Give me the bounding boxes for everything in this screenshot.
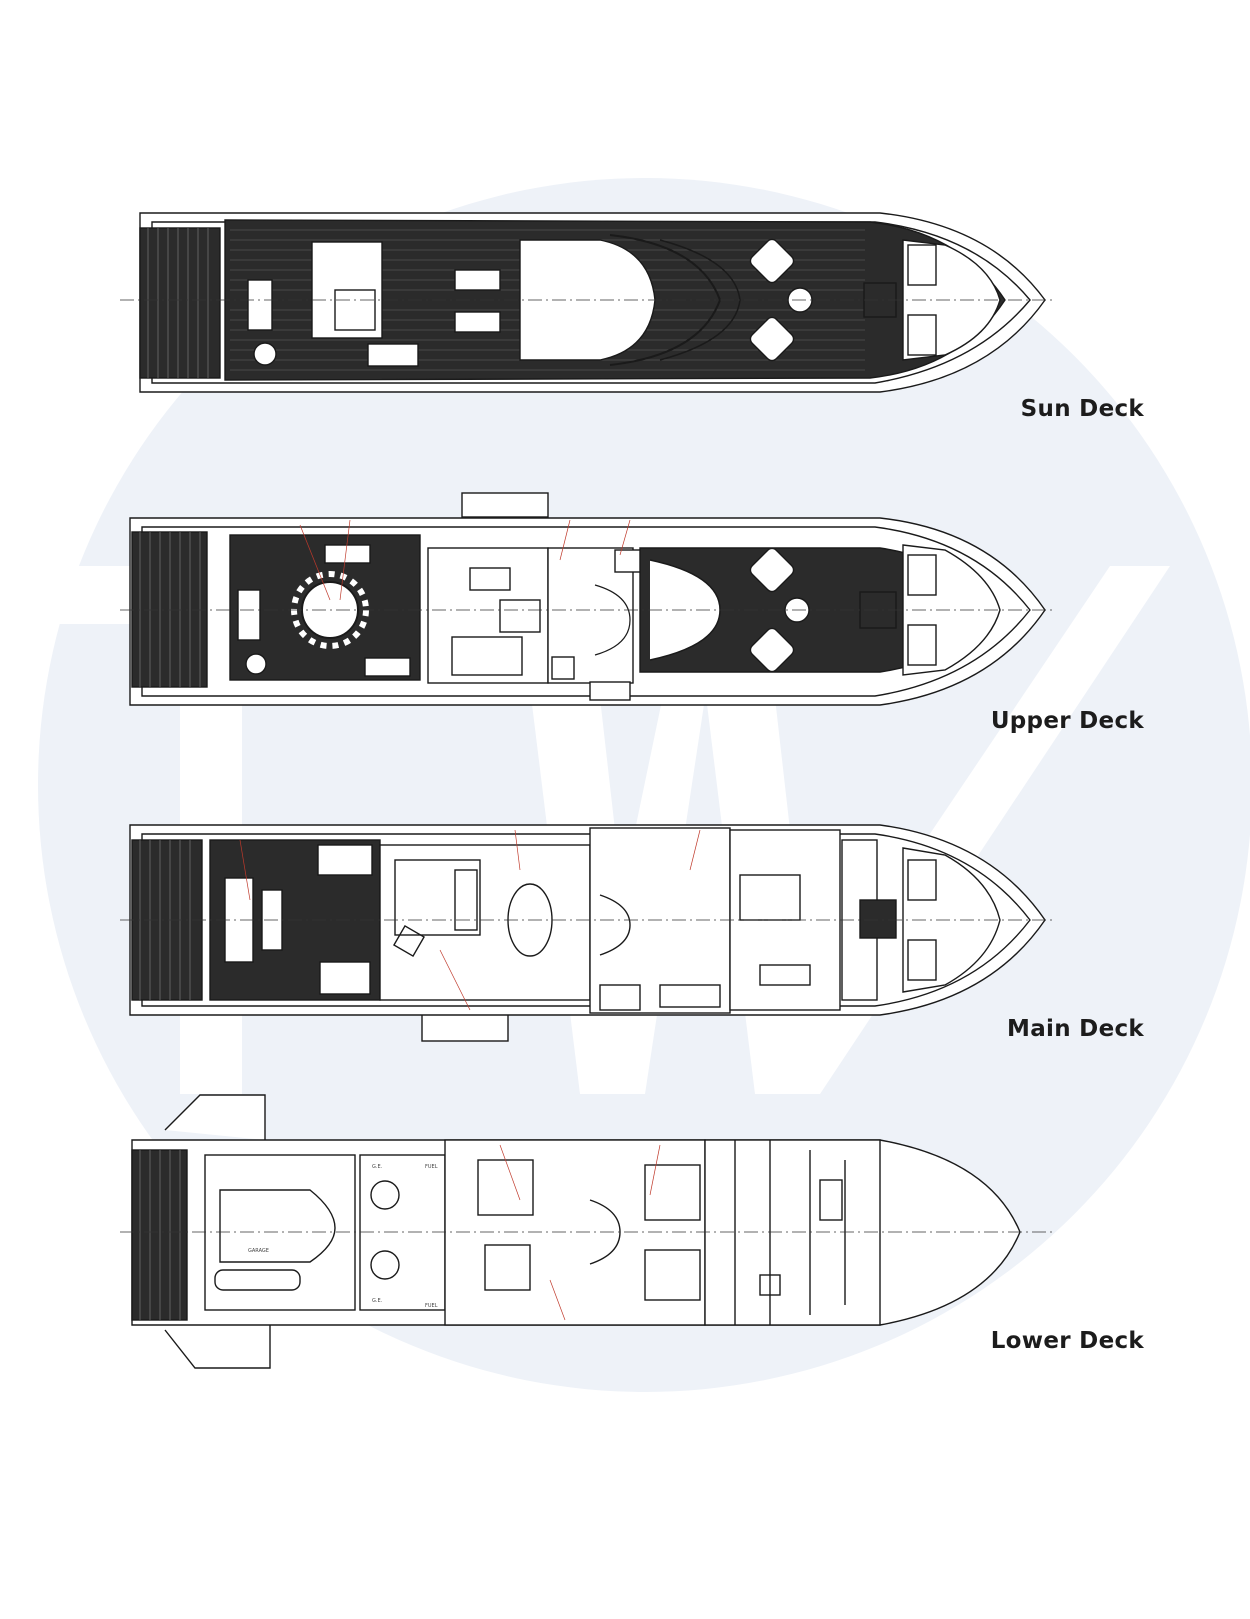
lower-deck-jetski <box>214 1269 301 1291</box>
main-deck-swim-platform <box>131 839 203 1001</box>
upper-deck-dining-table <box>469 567 511 591</box>
upper-deck-label: Upper Deck <box>990 708 1144 734</box>
sun-deck-swim-platform <box>139 227 221 379</box>
lower-deck-port-hatch <box>164 1094 266 1140</box>
sun-deck-sofa <box>247 279 273 331</box>
upper-deck-aft-sofa <box>237 589 261 641</box>
main-deck-salon-lounge <box>394 859 481 936</box>
lower-deck-label-garage: GARAGE <box>248 1248 269 1254</box>
lower-deck-garage <box>204 1154 356 1311</box>
lower-deck-label-ge-2: G.E. <box>372 1298 383 1304</box>
lower-deck-starboard-hatch <box>164 1325 271 1369</box>
lower-deck-swim-platform <box>131 1149 188 1321</box>
main-deck-inner-line <box>141 833 1031 1007</box>
lower-deck-engine-1 <box>370 1180 400 1210</box>
sun-deck-sunpad-1 <box>749 238 795 284</box>
sun-deck-round-table <box>253 342 277 366</box>
sun-deck-stairs <box>367 343 419 367</box>
lower-deck-label: Lower Deck <box>990 1328 1144 1354</box>
upper-deck-sunpad-2 <box>749 627 795 673</box>
main-deck-side-platform <box>421 1012 509 1042</box>
lower-deck-crew-area <box>704 1139 881 1326</box>
lower-deck-vip-bed-1 <box>644 1164 701 1221</box>
lower-deck-guest-bed-2 <box>484 1244 531 1291</box>
main-deck-bow-steps <box>859 899 897 939</box>
lower-deck-engine-room <box>359 1154 446 1311</box>
sun-deck-label: Sun Deck <box>1020 396 1144 422</box>
watermark-circle <box>38 178 1250 1392</box>
sun-deck-table-1 <box>454 269 501 291</box>
lower-deck-label-ge-1: G.E. <box>372 1164 383 1170</box>
sun-deck-inner-line <box>151 221 1031 384</box>
main-deck-galley-area <box>589 827 731 1014</box>
lower-deck-vip-bed-2 <box>644 1249 701 1301</box>
lower-deck-label-fuel-2: FUEL <box>425 1303 438 1309</box>
upper-deck-swim-platform <box>131 531 208 688</box>
upper-deck-skylounge <box>427 547 549 684</box>
upper-deck-boarding-platform <box>461 492 549 518</box>
main-deck-label: Main Deck <box>1007 1016 1144 1042</box>
main-deck-spiral-stair <box>599 894 631 956</box>
upper-deck-sunpad-1 <box>749 547 795 593</box>
lower-deck-engine-2 <box>370 1250 400 1280</box>
main-deck-salon <box>379 844 591 1001</box>
sun-deck-table-2 <box>454 311 501 333</box>
upper-deck-spiral-stair <box>594 584 631 656</box>
lower-deck-guest-area <box>444 1139 706 1326</box>
upper-deck-inner-line <box>141 526 1031 697</box>
sun-deck-sunpad-2 <box>749 316 795 362</box>
lower-deck-tender <box>219 1189 336 1263</box>
lower-deck-label-fuel-1: FUEL <box>425 1164 438 1170</box>
upper-deck-sofa <box>451 636 523 676</box>
